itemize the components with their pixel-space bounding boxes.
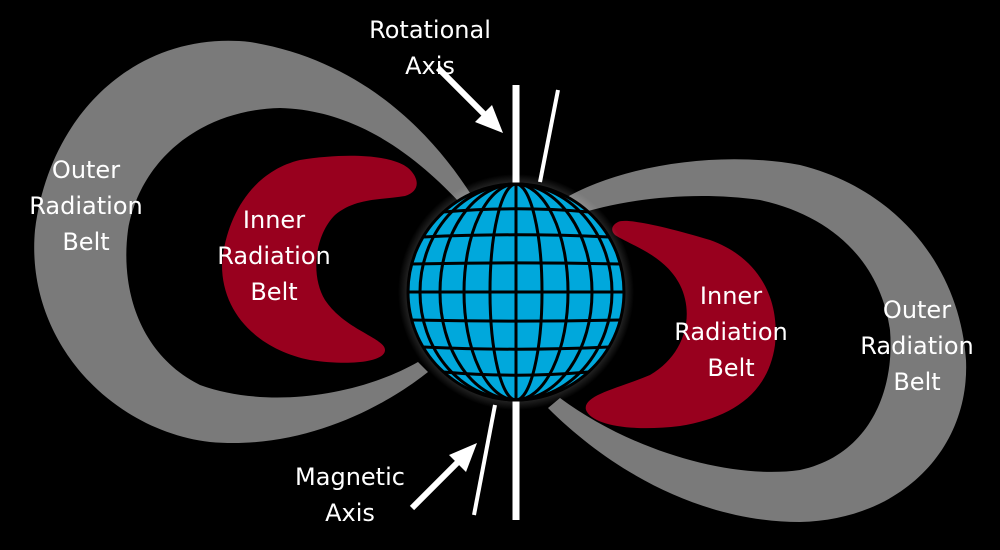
magnetic-axis-line-bottom <box>472 404 497 516</box>
parallel-line <box>443 207 589 214</box>
inner-belt-left-label-line-2: Belt <box>250 278 297 306</box>
inner-belt-right <box>585 220 776 429</box>
inner-belt-right-label-line-1: Radiation <box>674 318 787 346</box>
inner-belt-left <box>222 155 417 363</box>
magnetic-axis-label-line-1: Axis <box>325 499 375 527</box>
outer-belt-left-label-line-1: Radiation <box>29 192 142 220</box>
parallel-line <box>422 233 610 239</box>
outer-belt-right-label-line-0: Outer <box>883 296 951 324</box>
inner-belt-right-label-line-0: Inner <box>700 282 762 310</box>
outer-belt-left-label-line-2: Belt <box>62 228 109 256</box>
magnetic-axis-arrow <box>409 443 477 511</box>
outer-belt-right-label-line-2: Belt <box>893 368 940 396</box>
inner-belt-right-label-line-2: Belt <box>707 354 754 382</box>
parallel-line <box>443 370 589 377</box>
inner-belt-left-label-line-1: Radiation <box>217 242 330 270</box>
earth-globe <box>406 182 626 402</box>
rotational-axis-arrow <box>435 65 503 133</box>
inner-belt-left-label-line-0: Inner <box>243 206 305 234</box>
magnetic-axis-line-top <box>538 89 560 183</box>
rotational-axis-label-line-1: Axis <box>405 52 455 80</box>
parallel-line <box>411 261 621 266</box>
outer-belt-left <box>34 40 472 444</box>
outer-belt-right <box>548 159 967 523</box>
parallel-line <box>422 345 610 351</box>
outer-belt-left-label-line-0: Outer <box>52 156 120 184</box>
outer-belt-right-label-line-1: Radiation <box>860 332 973 360</box>
magnetic-axis-label-line-0: Magnetic <box>295 463 405 491</box>
parallel-line <box>411 318 621 323</box>
rotational-axis-label-line-0: Rotational <box>369 16 491 44</box>
